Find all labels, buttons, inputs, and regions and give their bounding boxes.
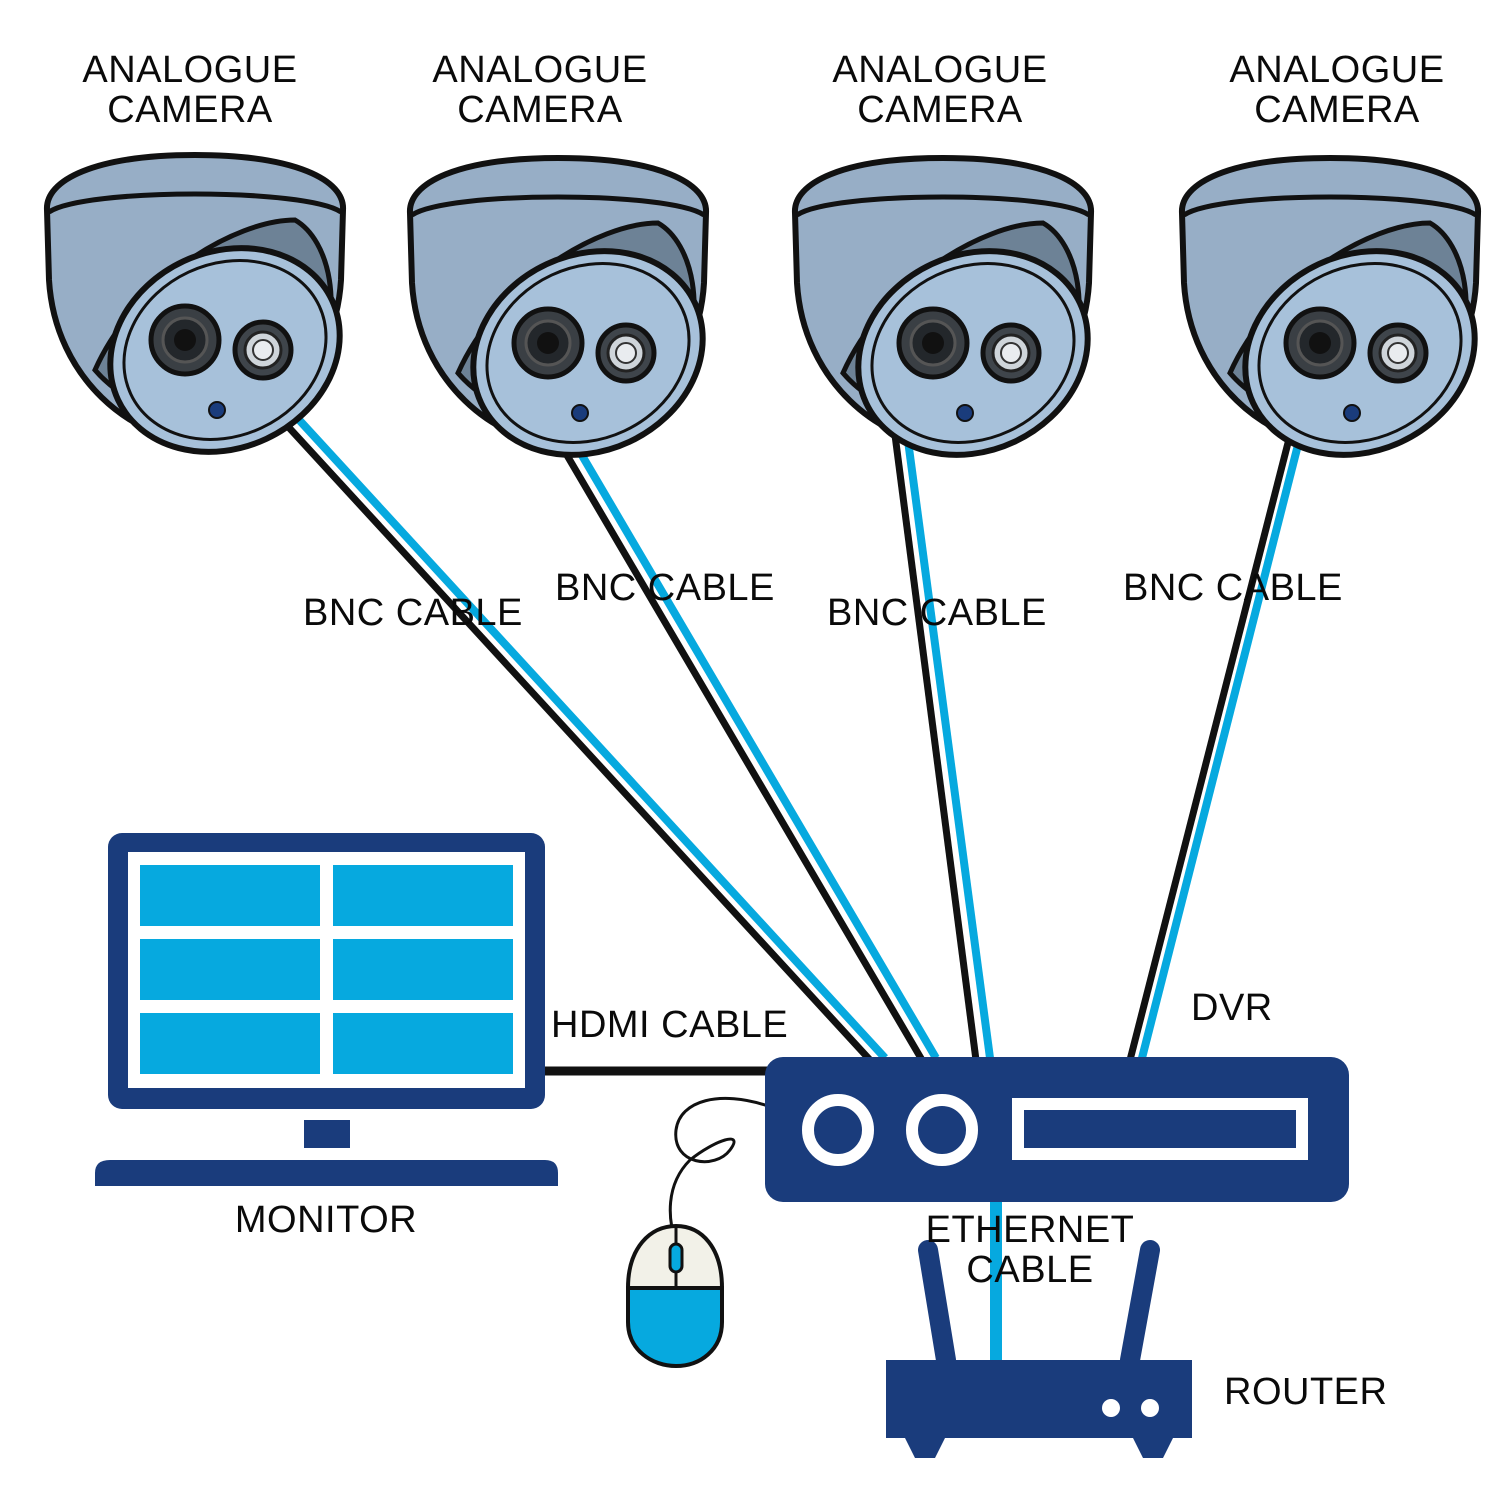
camera-label-line2: CAMERA bbox=[457, 89, 623, 131]
monitor-label: MONITOR bbox=[234, 1199, 418, 1241]
dome-camera-icon bbox=[795, 158, 1121, 492]
camera-label-line1: ANALOGUE bbox=[832, 49, 1048, 91]
camera-label-line2: CAMERA bbox=[107, 89, 273, 131]
camera-label: ANALOGUE CAMERA bbox=[1207, 50, 1467, 130]
camera-label-line2: CAMERA bbox=[1254, 89, 1420, 131]
dome-camera-icon bbox=[47, 155, 373, 489]
bnc-cable-label: BNC CABLE bbox=[827, 592, 1047, 634]
dvr-icon bbox=[765, 1057, 1349, 1202]
bnc-cables bbox=[279, 407, 1304, 1063]
dome-camera-icon bbox=[410, 158, 736, 492]
camera-label: ANALOGUE CAMERA bbox=[810, 50, 1070, 130]
camera-label-line1: ANALOGUE bbox=[82, 49, 298, 91]
camera-label-line1: ANALOGUE bbox=[432, 49, 648, 91]
mouse-icon bbox=[625, 1223, 725, 1369]
monitor-icon bbox=[95, 833, 558, 1186]
mouse-cord bbox=[668, 1096, 769, 1243]
router-label: ROUTER bbox=[1224, 1371, 1388, 1413]
dvr-label: DVR bbox=[1191, 987, 1273, 1029]
camera-label: ANALOGUE CAMERA bbox=[60, 50, 320, 130]
bnc-cable-label: BNC CABLE bbox=[1123, 567, 1343, 609]
router-icon bbox=[886, 1240, 1192, 1458]
dome-camera-icon bbox=[1182, 158, 1500, 492]
hdmi-cable-label: HDMI CABLE bbox=[551, 1004, 789, 1046]
camera-label-line2: CAMERA bbox=[857, 89, 1023, 131]
ethernet-cable-label: ETHERNET CABLE bbox=[926, 1210, 1135, 1290]
bnc-cable-label: BNC CABLE bbox=[555, 567, 775, 609]
ethernet-cable-label-line2: CABLE bbox=[966, 1249, 1094, 1291]
ethernet-cable-label-line1: ETHERNET bbox=[925, 1209, 1135, 1251]
bnc-cable-label: BNC CABLE bbox=[303, 592, 523, 634]
camera-label-line1: ANALOGUE bbox=[1229, 49, 1445, 91]
camera-label: ANALOGUE CAMERA bbox=[410, 50, 670, 130]
